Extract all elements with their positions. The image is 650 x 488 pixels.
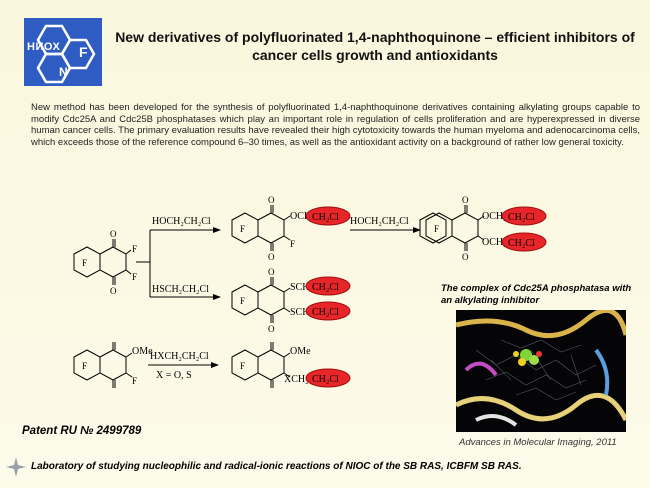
- sub-och2-1: OCH₂: [290, 211, 315, 222]
- reagent-3: HSCH₂CH₂Cl: [152, 284, 209, 295]
- logo-letter-f: F: [79, 44, 88, 60]
- sub-och2-2: OCH₂: [482, 211, 507, 222]
- ch2cl-4: CH₂Cl: [312, 374, 339, 385]
- sub-sch2-1: SCH₂: [290, 282, 313, 293]
- f-ring-6: F: [434, 224, 439, 234]
- reagent-4: HXCH₂CH₂Cl: [150, 351, 209, 362]
- o-5: O: [268, 267, 275, 277]
- four-point-star-icon: [6, 457, 26, 477]
- sub-ome-1: OMe: [132, 346, 153, 357]
- institute-logo: НИОХ F N: [24, 18, 102, 86]
- f-sub-2: F: [132, 272, 137, 282]
- reaction-condition: X = O, S: [156, 370, 192, 381]
- ch2cl-3: CH₂Cl: [312, 307, 339, 318]
- image-source: Advances in Molecular Imaging, 2011: [459, 437, 617, 448]
- hexagon-logo-icon: [36, 24, 96, 84]
- logo-text: НИОХ: [27, 41, 61, 53]
- f-ring-5: F: [240, 361, 245, 371]
- o-1: O: [110, 229, 117, 239]
- sub-och2-3: OCH₂: [482, 237, 507, 248]
- reaction-scheme: HOCH₂CH₂Cl HOCH₂CH₂Cl HSCH₂CH₂Cl HXCH₂CH…: [73, 195, 447, 388]
- o-7: O: [462, 196, 469, 205]
- protein-complex-image: [456, 310, 626, 432]
- sub-sch2-2: SCH₂: [290, 307, 313, 318]
- patent-number: Patent RU № 2499789: [22, 425, 142, 437]
- reagent-1: HOCH₂CH₂Cl: [152, 216, 211, 227]
- ch2cl-1: CH₂Cl: [312, 212, 339, 223]
- logo-letter-n: N: [59, 65, 68, 79]
- f-sub-4: F: [132, 376, 137, 386]
- f-sub-1: F: [132, 244, 137, 254]
- o-3: O: [268, 195, 275, 205]
- figure-caption: The complex of Cdc25A phosphatasa with a…: [441, 283, 632, 306]
- f-ring-4: F: [82, 361, 87, 371]
- f-ring-2: F: [240, 224, 245, 234]
- protein-ribbon-icon: [456, 310, 626, 432]
- product-disubstituted: F O O OCH₂ OCH₂ CH₂Cl CH₂Cl: [425, 196, 547, 261]
- sub-xch2: XCH₂: [284, 374, 309, 385]
- reagent-2: HOCH₂CH₂Cl: [350, 216, 409, 227]
- abstract-text: New method has been developed for the sy…: [31, 102, 640, 148]
- page-title: New derivatives of polyfluorinated 1,4-n…: [115, 29, 635, 63]
- o-2: O: [110, 286, 117, 296]
- f-ring-1: F: [82, 258, 87, 268]
- o-8: O: [462, 252, 469, 261]
- f-ring-3: F: [240, 296, 245, 306]
- o-6: O: [268, 324, 275, 334]
- o-4: O: [268, 252, 275, 262]
- ch2cl-5: CH₂Cl: [508, 212, 535, 223]
- alkylating-groups: CH₂Cl CH₂Cl CH₂Cl CH₂Cl: [305, 206, 351, 388]
- f-sub-3: F: [290, 239, 295, 249]
- laboratory-text: Laboratory of studying nucleophilic and …: [31, 461, 522, 472]
- ch2cl-2: CH₂Cl: [312, 282, 339, 293]
- ch2cl-6: CH₂Cl: [508, 238, 535, 249]
- sub-ome-2: OMe: [290, 346, 311, 357]
